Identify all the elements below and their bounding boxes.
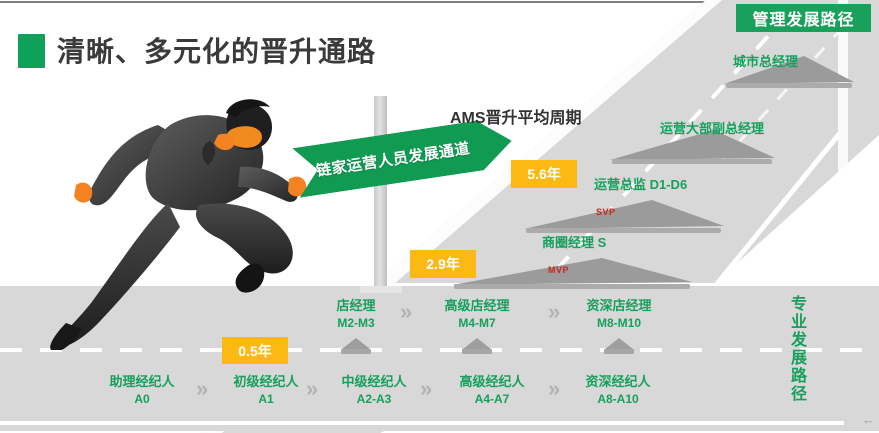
- cycle-badge-5-6: 5.6年: [511, 160, 577, 188]
- step-title: 初级经纪人: [233, 374, 299, 389]
- road-dashes-center: [538, 10, 792, 290]
- chevron-store-2: »: [548, 299, 560, 324]
- step-level: A2-A3: [356, 391, 392, 406]
- mgmt-label-deputy-gm: 运营大部副总经理: [660, 121, 765, 136]
- ams-cycle-caption: AMS晋升平均周期: [450, 110, 582, 127]
- step-junior-agent: 初级经纪人 A1: [222, 373, 310, 407]
- step-expert-agent: 资深经纪人 A8-A10: [572, 373, 664, 407]
- step-level: A4-A7: [474, 391, 510, 406]
- road-dashes-outer: [710, 4, 864, 174]
- top-divider: [0, 1, 879, 3]
- ladder-triangle-2: [463, 338, 491, 349]
- step-store-manager: 店经理 M2-M3: [316, 297, 396, 331]
- step-level: M8-M10: [596, 315, 641, 330]
- professional-road: [0, 283, 879, 431]
- road-center-dashes: [0, 348, 879, 352]
- cycle-badge-0-5: 0.5年: [222, 337, 288, 364]
- chevron-store-1: »: [400, 299, 412, 324]
- chevron-agent-2: »: [306, 376, 318, 401]
- step-level: M4-M7: [458, 315, 496, 330]
- ladder-triangle-base-3: [604, 349, 634, 354]
- step-title: 店经理: [336, 298, 376, 313]
- step-level: A8-A10: [597, 391, 639, 406]
- ladder-triangle-1: [342, 338, 370, 349]
- step-level: M2-M3: [337, 315, 375, 330]
- step-assistant-agent: 助理经纪人 A0: [98, 373, 186, 407]
- running-businessman-illustration: [50, 99, 307, 350]
- chevron-agent-1: »: [196, 376, 208, 401]
- step-title: 资深店经理: [586, 298, 652, 313]
- ladder-triangle-3: [605, 338, 633, 349]
- step-intermediate-agent: 中级经纪人 A2-A3: [330, 373, 418, 407]
- cycle-badge-2-9: 2.9年: [410, 250, 476, 278]
- step-expert-store-manager: 资深店经理 M8-M10: [570, 297, 668, 331]
- signpost-pole: [374, 96, 387, 292]
- page-title: 清晰、多元化的晋升通路: [57, 36, 377, 67]
- step-level: A0: [134, 391, 150, 406]
- step-level: A1: [258, 391, 274, 406]
- chevron-agent-3: »: [420, 376, 432, 401]
- professional-track-label: 专业发展路径: [790, 296, 807, 403]
- step-senior-store-manager: 高级店经理 M4-M7: [428, 297, 526, 331]
- rank-tag-svp: SVP: [596, 207, 616, 217]
- corner-arrow-icon: ←: [862, 412, 875, 427]
- step-title: 资深经纪人: [585, 374, 651, 389]
- mgmt-label-ops-director: 运营总监 D1-D6: [594, 177, 688, 192]
- signpost-base: [360, 286, 402, 293]
- road-junction-wedge: [714, 130, 879, 283]
- mgmt-label-district-mgr: 商圈经理 S: [542, 235, 607, 250]
- ladder-triangle-base-2: [462, 349, 492, 354]
- title-accent-square: [18, 34, 45, 68]
- step-senior-agent: 高级经纪人 A4-A7: [448, 373, 536, 407]
- step-title: 助理经纪人: [109, 374, 175, 389]
- step-title: 高级经纪人: [459, 374, 525, 389]
- ladder-triangle-base-1: [341, 349, 371, 354]
- road-edge-bottom: [0, 421, 844, 425]
- rank-tag-mvp: MVP: [548, 265, 570, 275]
- chevron-agent-4: »: [548, 376, 560, 401]
- management-track-badge: 管理发展路径: [736, 4, 871, 32]
- road-edge-top: [0, 283, 879, 286]
- step-title: 中级经纪人: [341, 374, 407, 389]
- step-title: 高级店经理: [444, 298, 510, 313]
- mgmt-label-city-gm: 城市总经理: [733, 54, 799, 69]
